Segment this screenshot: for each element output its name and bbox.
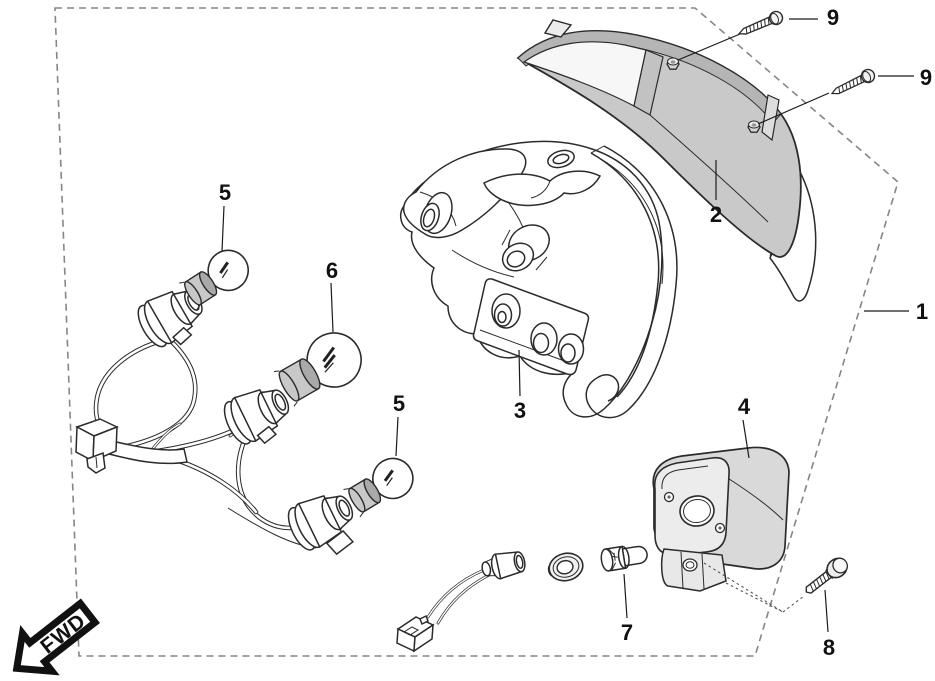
bulb-small bbox=[179, 249, 249, 311]
part-label-6: 6 bbox=[326, 258, 338, 283]
fwd-arrow-shape bbox=[12, 598, 100, 676]
tail-light-lens bbox=[516, 19, 802, 258]
part-label-9b: 9 bbox=[920, 65, 932, 90]
lens-screw bbox=[830, 68, 876, 95]
wedge-bulb-holder bbox=[600, 545, 648, 572]
tail-light-housing bbox=[399, 140, 678, 419]
harness-connector bbox=[75, 418, 119, 474]
callout-leader-lines bbox=[221, 18, 914, 633]
bulb-socket bbox=[287, 494, 354, 556]
lens-nut-boss bbox=[747, 120, 761, 133]
part-label-2: 2 bbox=[710, 202, 722, 227]
fwd-direction-arrow: FWD bbox=[12, 598, 100, 676]
assembly-boundary-dashes bbox=[54, 7, 899, 657]
license-lamp-socket-group bbox=[396, 545, 648, 653]
socket-grommet bbox=[547, 552, 584, 582]
part-label-4: 4 bbox=[738, 394, 751, 419]
callout-labels: 1 2 3 4 5 5 6 7 8 9 9 bbox=[219, 5, 932, 660]
mount-bolt bbox=[805, 557, 848, 594]
lens-nut-boss bbox=[666, 57, 680, 70]
license-light-bracket bbox=[652, 446, 805, 613]
part-label-7: 7 bbox=[621, 620, 633, 645]
bulb-small bbox=[343, 457, 414, 518]
part-label-3: 3 bbox=[514, 398, 526, 423]
bulb-socket bbox=[223, 388, 290, 445]
bulb-large bbox=[273, 332, 362, 407]
part-label-8: 8 bbox=[823, 635, 835, 660]
wiring-harness bbox=[75, 290, 354, 556]
part-label-5a: 5 bbox=[219, 180, 231, 205]
part-label-9a: 9 bbox=[827, 5, 839, 30]
small-connector bbox=[396, 614, 435, 653]
part-label-1: 1 bbox=[916, 299, 928, 324]
part-label-5b: 5 bbox=[393, 391, 405, 416]
lens-mount-tab bbox=[543, 19, 573, 38]
lens-screw bbox=[737, 10, 784, 35]
